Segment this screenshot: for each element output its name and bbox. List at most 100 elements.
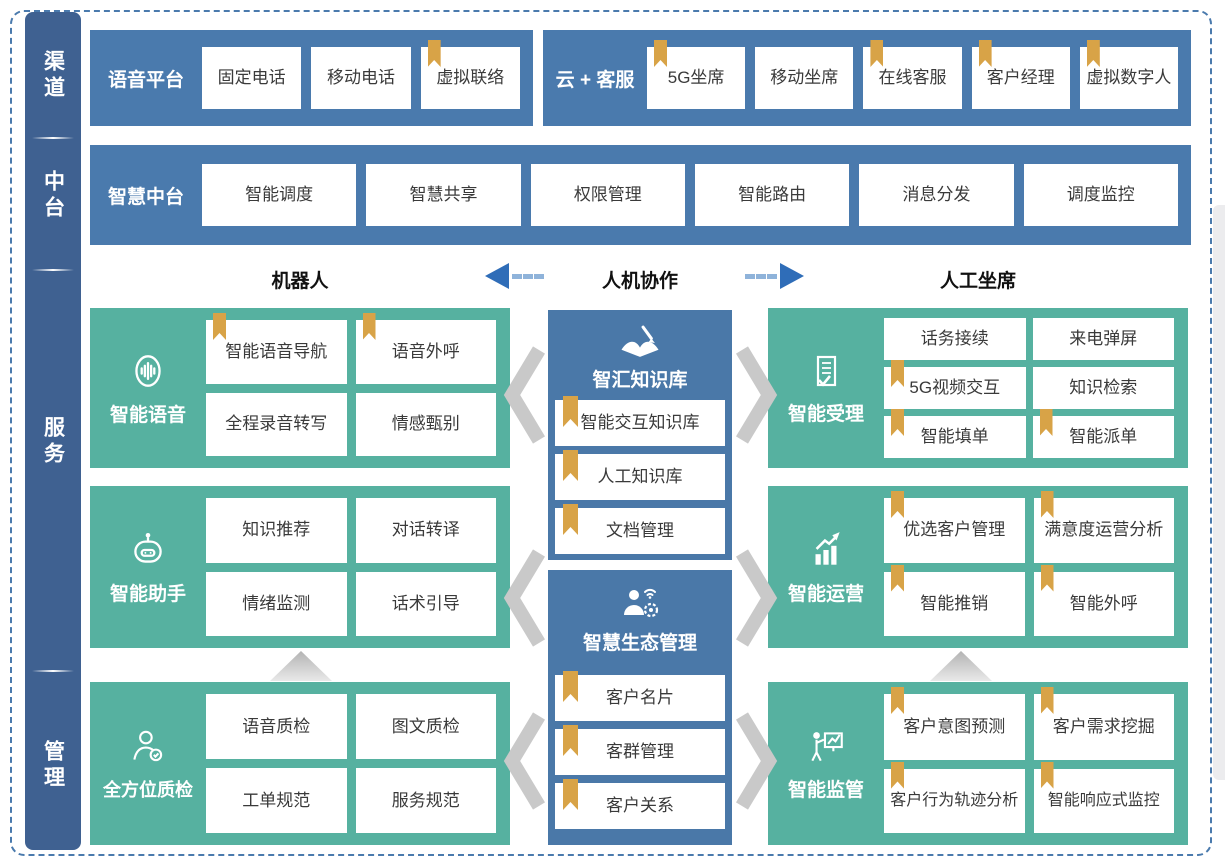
header-agent: 人工坐席 — [939, 271, 1016, 292]
block-side: 智能助手 — [90, 486, 206, 648]
bookmark-icon — [891, 409, 904, 436]
feature-item: 工单规范 — [206, 768, 347, 833]
feature-item: 调度监控 — [1023, 164, 1178, 226]
feature-item: 5G坐席 — [647, 40, 746, 109]
feature-label: 权限管理 — [573, 185, 642, 205]
panel-title: 云 + 客服 — [555, 69, 635, 91]
feature-label: 客户经理 — [986, 68, 1055, 88]
feature-item: 语音质检 — [206, 694, 347, 759]
feature-item: 优选客户管理 — [884, 491, 1025, 563]
bookmark-icon — [563, 725, 578, 756]
bookmark-icon — [891, 761, 904, 789]
block-side: 智能受理 — [768, 308, 884, 468]
robot-icon — [127, 529, 169, 571]
bookmark-icon — [563, 396, 578, 427]
bookmark-icon — [870, 40, 884, 67]
feature-label: 情感甄别 — [391, 414, 460, 434]
feature-item: 消息分发 — [859, 164, 1014, 226]
block-side: 智能语音 — [90, 308, 206, 468]
feature-item: 客户关系 — [555, 779, 725, 829]
feature-label: 虚拟数字人 — [1086, 68, 1172, 88]
bookmark-icon — [891, 564, 904, 592]
bookmark-icon — [1040, 564, 1054, 592]
feature-label: 知识检索 — [1069, 378, 1138, 398]
feature-label: 情绪监测 — [242, 593, 311, 613]
feature-item: 客户行为轨迹分析 — [884, 761, 1025, 833]
block-items: 话务接续 来电弹屏 5G视频交互 知识检索 智能填单 智能派单 — [884, 318, 1174, 458]
feature-label: 在线客服 — [878, 68, 947, 88]
block-title: 智能受理 — [787, 403, 864, 425]
book-pen-icon — [617, 323, 663, 360]
block-title: 智汇知识库 — [592, 370, 688, 391]
panel-title: 智慧中台 — [107, 186, 184, 208]
feature-label: 5G视频交互 — [909, 378, 1001, 398]
panel-items: 5G坐席 移动坐席 在线客服 客户经理 虚拟数字人 — [647, 40, 1191, 109]
arrow-left-icon — [485, 262, 547, 290]
block-items: 智能语音导航 语音外呼 全程录音转写 情感甄别 — [206, 313, 496, 456]
bookmark-icon — [1086, 40, 1100, 67]
block-side: 智能监管 — [768, 682, 884, 845]
bookmark-icon — [563, 671, 578, 702]
feature-item: 文档管理 — [555, 504, 725, 554]
feature-item: 权限管理 — [530, 164, 685, 226]
panel-cloud-service: 云 + 客服 5G坐席 移动坐席 在线客服 客户经理 虚拟数字人 — [543, 30, 1191, 126]
feature-item: 智能调度 — [202, 164, 357, 226]
feature-item: 智慧共享 — [366, 164, 521, 226]
feature-label: 固定电话 — [217, 68, 286, 88]
panel-items: 固定电话 移动电话 虚拟联络 — [202, 40, 533, 109]
presenter-chart-icon — [805, 725, 847, 767]
feature-item: 智能语音导航 — [206, 313, 347, 384]
feature-item: 情绪监测 — [206, 571, 347, 636]
bookmark-icon — [654, 40, 667, 67]
block-title: 智能监管 — [787, 780, 864, 801]
arrow-right-icon — [742, 262, 804, 290]
block-items: 智能交互知识库 人工知识库 文档管理 — [548, 392, 732, 561]
sidebar-divider — [32, 670, 74, 672]
feature-label: 客户需求挖掘 — [1052, 717, 1155, 737]
bookmark-icon — [362, 313, 376, 340]
feature-label: 智能交互知识库 — [580, 413, 700, 433]
feature-item: 语音外呼 — [355, 313, 496, 384]
feature-label: 客户名片 — [606, 688, 674, 708]
person-network-icon — [617, 583, 663, 623]
flow-arrow-left-icon — [503, 346, 546, 444]
block-items: 优选客户管理 满意度运营分析 智能推销 智能外呼 — [884, 491, 1174, 636]
feature-item: 智能推销 — [884, 564, 1025, 636]
block-items: 客户名片 客群管理 客户关系 — [548, 655, 732, 836]
feature-label: 来电弹屏 — [1069, 329, 1138, 349]
bookmark-icon — [1039, 409, 1053, 436]
feature-label: 智能语音导航 — [225, 341, 328, 361]
feature-label: 消息分发 — [902, 185, 971, 205]
person-check-icon — [127, 726, 169, 768]
header-collab: 人机协作 — [601, 271, 678, 292]
feature-item: 智能交互知识库 — [555, 396, 725, 446]
feature-label: 文档管理 — [606, 521, 674, 541]
feature-item: 智能外呼 — [1033, 564, 1174, 636]
panel-items: 智能调度 智慧共享 权限管理 智能路由 消息分发 调度监控 — [202, 164, 1191, 226]
flow-arrow-right-icon — [735, 712, 778, 810]
feature-label: 语音质检 — [242, 716, 311, 736]
feature-label: 客户行为轨迹分析 — [890, 791, 1019, 809]
feature-item: 话术引导 — [355, 571, 496, 636]
feature-label: 智能填单 — [920, 427, 989, 447]
block-title: 智能语音 — [109, 404, 186, 426]
block-smart-voice: 智能语音 智能语音导航 语音外呼 全程录音转写 情感甄别 — [90, 308, 510, 468]
panel-title: 语音平台 — [107, 69, 184, 91]
feature-label: 全程录音转写 — [225, 414, 328, 434]
feature-label: 满意度运营分析 — [1044, 520, 1164, 540]
feature-item: 5G视频交互 — [884, 360, 1026, 409]
feature-item: 客户经理 — [971, 40, 1070, 109]
feature-item: 智能响应式监控 — [1033, 761, 1174, 833]
feature-item: 来电弹屏 — [1032, 318, 1174, 360]
bookmark-icon — [1040, 687, 1054, 714]
voice-wave-icon — [127, 350, 169, 392]
sidebar-item-service: 服务 — [41, 416, 65, 468]
block-head: 智慧生态管理 — [548, 570, 732, 655]
chart-up-icon — [805, 529, 847, 571]
panel-smart-midplatform: 智慧中台 智能调度 智慧共享 权限管理 智能路由 消息分发 调度监控 — [90, 145, 1191, 245]
feature-label: 调度监控 — [1066, 185, 1135, 205]
feature-item: 知识检索 — [1032, 367, 1174, 409]
flow-arrow-right-icon — [735, 346, 778, 444]
bookmark-icon — [563, 779, 578, 810]
feature-label: 图文质检 — [391, 716, 460, 736]
